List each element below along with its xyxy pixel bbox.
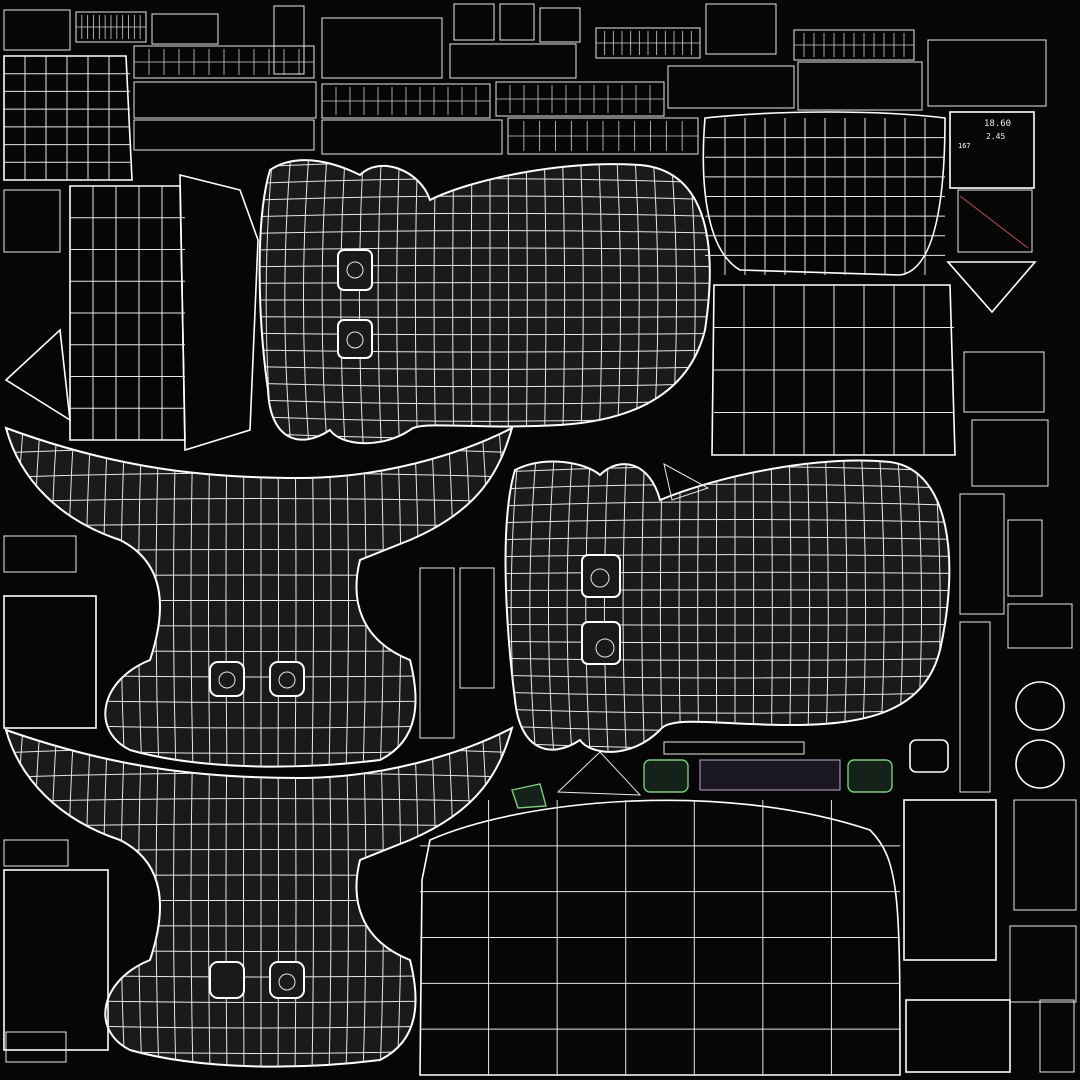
top-left-panel <box>3 55 133 181</box>
seat-shell-top <box>258 159 711 445</box>
seat-shell-middle <box>504 459 951 753</box>
readout-line2: 2.45 <box>986 132 1006 141</box>
right-top-cushion <box>702 111 946 276</box>
center-strip-parts <box>419 463 949 809</box>
backrest-shell-lower <box>4 726 514 1068</box>
readout-widget <box>946 111 1037 314</box>
backrest-shell-upper <box>4 426 514 768</box>
bottom-center-panel <box>419 799 901 1076</box>
readout-line1: 18.60 <box>984 119 1012 129</box>
left-column-parts <box>3 189 109 1063</box>
top-strip-panels <box>3 3 1047 155</box>
right-column-panels <box>903 351 1077 1073</box>
readout-value: 167 <box>958 142 971 150</box>
right-middle-box <box>711 284 956 456</box>
left-door-panel <box>4 173 259 452</box>
